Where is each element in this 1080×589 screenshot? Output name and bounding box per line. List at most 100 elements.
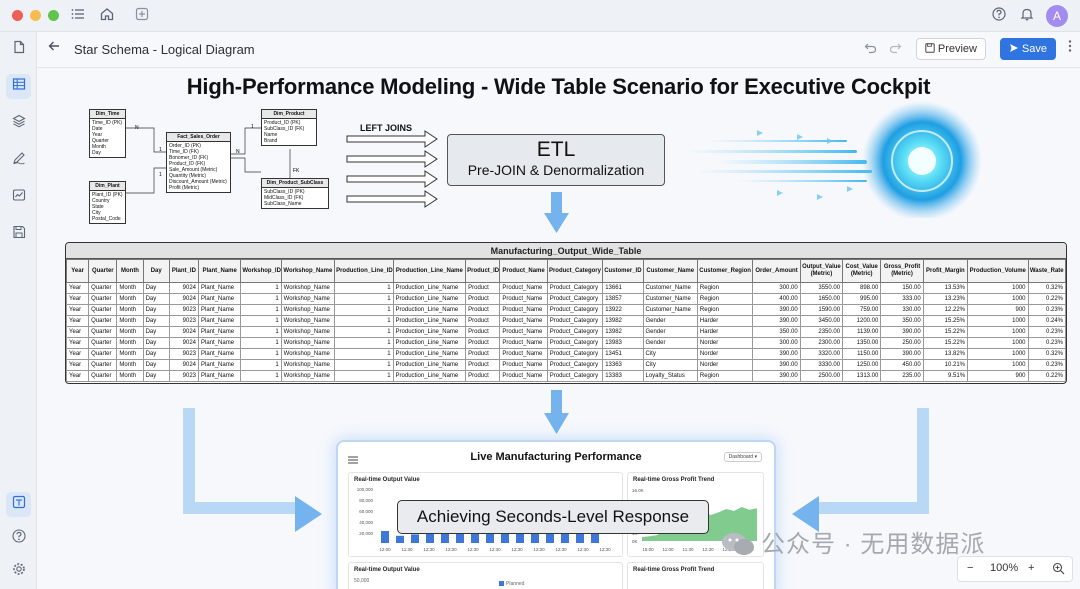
x-tick-label: 12:30	[445, 547, 457, 552]
table-cell: Day	[142, 304, 170, 316]
template-icon[interactable]	[6, 492, 31, 517]
close-window-button[interactable]	[12, 10, 23, 21]
er-table-name: Dim_Plant	[90, 182, 125, 191]
table-cell: Year	[66, 370, 90, 382]
x-tick-label: 12:30	[599, 547, 611, 552]
table-cell: Quarter	[88, 293, 118, 305]
zoom-fit-icon[interactable]	[1052, 562, 1065, 578]
table-cell: Production_Line_Name	[392, 304, 467, 316]
table-cell: 0.23%	[1027, 337, 1066, 349]
table-cell: 1	[334, 293, 394, 305]
redo-icon[interactable]	[889, 41, 902, 57]
gross-profit-panel[interactable]: Real-time Gross Profit Trend 16.0K4K0K15…	[627, 472, 764, 557]
help-icon[interactable]	[989, 6, 1009, 26]
gross-profit-panel-2[interactable]: Real-time Gross Profit Trend	[627, 562, 764, 589]
table-cell: Year	[66, 304, 90, 316]
user-avatar[interactable]: A	[1046, 5, 1068, 27]
er-table-dim-product-subclass[interactable]: Dim_Product_SubClass SubClass_ID (PK) Mi…	[261, 178, 329, 209]
notification-bell-icon[interactable]	[1017, 6, 1037, 26]
zoom-in-button[interactable]: +	[1028, 562, 1035, 574]
er-fk-label: FK	[293, 168, 300, 174]
preview-button[interactable]: Preview	[915, 38, 986, 60]
table-cell: Region	[696, 304, 754, 316]
column-header: Workshop_ID	[240, 259, 282, 283]
table-cell: 0.22%	[1027, 293, 1066, 305]
er-cardinality-label: N	[236, 149, 240, 155]
table-cell: Product_Name	[499, 315, 548, 327]
hamburger-menu-icon[interactable]	[348, 451, 358, 469]
table-cell: Product	[465, 326, 501, 338]
document-icon[interactable]	[6, 37, 31, 62]
table-cell: 9023	[168, 315, 200, 327]
chart-bar	[441, 532, 449, 543]
chart-bar	[471, 531, 479, 543]
table-cell: Product_Category	[546, 304, 604, 316]
list-icon[interactable]	[68, 6, 88, 26]
storage-icon[interactable]	[6, 222, 31, 247]
table-cell: Year	[66, 326, 90, 338]
er-table-dim-plant[interactable]: Dim_Plant Plant_ID (PK) Country State Ci…	[89, 181, 126, 224]
back-arrow-icon[interactable]	[47, 39, 61, 58]
home-icon[interactable]	[97, 6, 117, 26]
zoom-control: − 100% +	[957, 556, 1073, 582]
table-icon[interactable]	[6, 74, 31, 99]
save-button[interactable]: Save	[999, 38, 1056, 60]
edit-pen-icon[interactable]	[6, 148, 31, 173]
dashboard-selector[interactable]: Dashboard ▾	[723, 452, 762, 462]
table-cell: 300.00	[752, 337, 801, 349]
table-cell: 300.00	[752, 282, 801, 294]
table-cell: Month	[116, 359, 144, 371]
left-joins-label: LEFT JOINS	[360, 123, 413, 133]
table-cell: 1	[334, 282, 394, 294]
preview-button-label: Preview	[937, 43, 977, 55]
er-table-fields: SubClass_ID (PK) MidClass_ID (FK) SubCla…	[264, 189, 305, 207]
table-cell: 13982	[602, 315, 644, 327]
layers-icon[interactable]	[6, 111, 31, 136]
diagram-canvas[interactable]: High-Performance Modeling - Wide Table S…	[37, 68, 1080, 589]
table-cell: Workshop_Name	[280, 370, 336, 382]
new-tab-icon[interactable]	[132, 6, 152, 26]
table-cell: Month	[116, 348, 144, 360]
table-cell: 1590.00	[799, 304, 844, 316]
table-cell: Production_Line_Name	[392, 282, 467, 294]
table-cell: Production_Line_Name	[392, 315, 467, 327]
table-cell: Gender	[642, 326, 698, 338]
table-cell: 1000	[967, 282, 1029, 294]
er-table-name: Dim_Product_SubClass	[262, 179, 328, 188]
output-value-panel-2[interactable]: Real-time Output Value 50,000 Planned	[348, 562, 623, 589]
table-cell: 13451	[602, 348, 644, 360]
panel-title: Real-time Gross Profit Trend	[633, 567, 715, 573]
table-cell: 1	[240, 304, 282, 316]
er-table-dim-time[interactable]: Dim_Time Time_ID (PK) Date Year Quarter …	[89, 109, 126, 158]
title-bar: A	[0, 0, 1080, 32]
undo-icon[interactable]	[864, 41, 877, 57]
er-table-dim-product[interactable]: Dim_Product Product_ID (PK) SubClass_ID …	[261, 109, 317, 146]
table-cell: Month	[116, 337, 144, 349]
more-options-icon[interactable]	[1068, 39, 1072, 56]
dashboard-selector-label: Dashboard	[728, 454, 754, 460]
er-table-fact-sales-order[interactable]: Fact_Sales_Order Order_ID (PK) Time_ID (…	[166, 132, 231, 193]
table-cell: Production_Line_Name	[392, 359, 467, 371]
settings-gear-icon[interactable]	[6, 559, 31, 584]
table-cell: Production_Line_Name	[392, 370, 467, 382]
etl-process-box[interactable]: ETL Pre-JOIN & Denormalization	[447, 134, 665, 186]
table-cell: 1350.00	[842, 337, 882, 349]
zoom-out-button[interactable]: −	[967, 562, 974, 574]
x-tick-label: 12:00	[379, 547, 391, 552]
help-circle-icon[interactable]	[6, 526, 31, 551]
document-toolbar: Star Schema - Logical Diagram Preview Sa…	[37, 32, 1080, 68]
analytics-icon[interactable]	[6, 185, 31, 210]
table-cell: Quarter	[88, 315, 118, 327]
table-cell: 390.00	[752, 370, 801, 382]
watermark-text: 公众号 · 无用数据派	[721, 524, 985, 563]
table-cell: Loyalty_Status	[642, 370, 698, 382]
table-cell: Region	[696, 293, 754, 305]
column-header: Year	[66, 259, 90, 283]
table-cell: 0.22%	[1027, 370, 1066, 382]
maximize-window-button[interactable]	[48, 10, 59, 21]
minimize-window-button[interactable]	[30, 10, 41, 21]
table-cell: Month	[116, 282, 144, 294]
